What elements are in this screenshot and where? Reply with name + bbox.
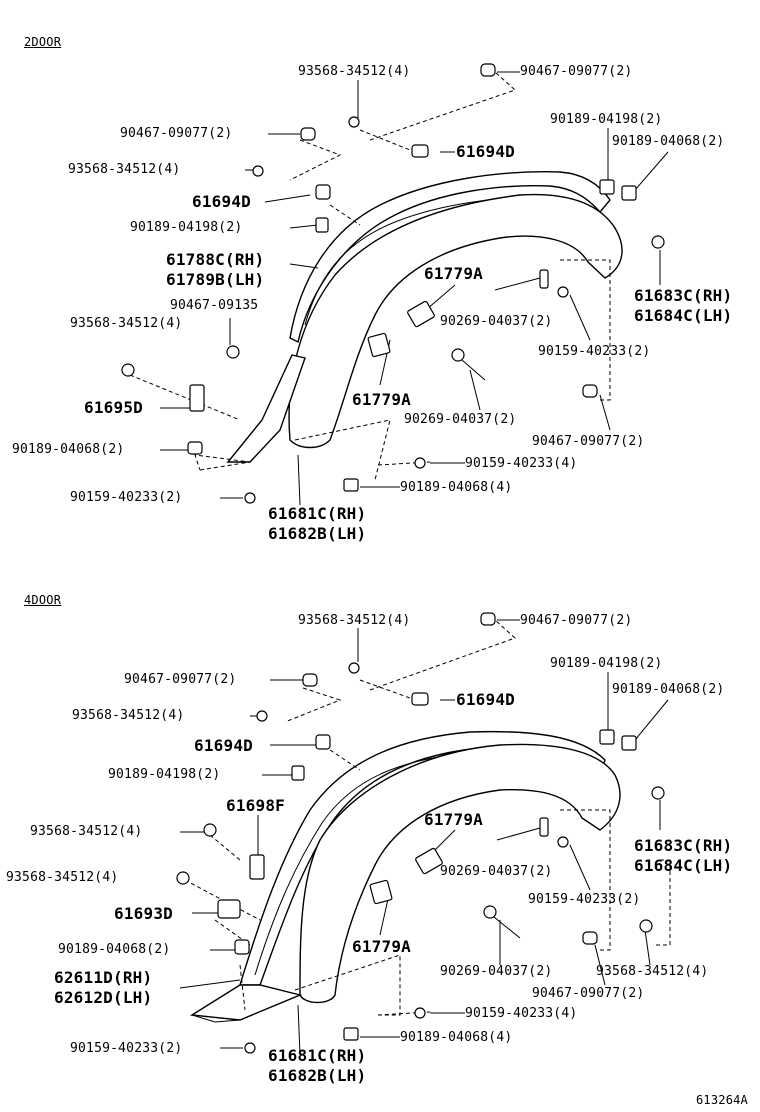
part-label: 90269-04037(2) xyxy=(404,412,517,427)
part-label: 93568-34512(4) xyxy=(30,824,143,839)
diagram-4door xyxy=(176,612,671,1056)
part-label: 61681C(RH) xyxy=(268,504,367,523)
part-label: 61694D xyxy=(456,142,515,161)
part-label: 90189-04068(2) xyxy=(612,134,725,149)
part-label: 90189-04068(4) xyxy=(400,1030,513,1045)
part-label: 61698F xyxy=(226,796,285,815)
part-label: 62611D(RH) xyxy=(54,968,153,987)
part-label: 93568-34512(4) xyxy=(70,316,183,331)
part-label: 61683C(RH) xyxy=(634,836,733,855)
part-label: 90189-04068(4) xyxy=(400,480,513,495)
section-title-4door: 4DOOR xyxy=(24,593,62,607)
part-label: 90189-04198(2) xyxy=(130,220,243,235)
part-label: 90159-40233(2) xyxy=(70,490,183,505)
part-label: 61684C(LH) xyxy=(634,306,733,325)
part-label: 61693D xyxy=(114,904,173,923)
part-label: 61779A xyxy=(424,264,483,283)
part-label: 90467-09077(2) xyxy=(520,613,633,628)
part-label: 90189-04198(2) xyxy=(108,767,221,782)
part-label: 61779A xyxy=(352,390,411,409)
part-label: 90467-09077(2) xyxy=(120,126,233,141)
fender-arch-molding xyxy=(289,171,611,344)
part-label: 90159-40233(2) xyxy=(528,892,641,907)
part-label: 93568-34512(4) xyxy=(6,870,119,885)
diagram-2door xyxy=(121,63,669,506)
part-label: 61779A xyxy=(352,937,411,956)
part-label: 90467-09077(2) xyxy=(532,434,645,449)
lower-extension-4door xyxy=(189,984,303,1021)
part-label: 90159-40233(2) xyxy=(70,1041,183,1056)
part-label: 61779A xyxy=(424,810,483,829)
part-label: 90159-40233(2) xyxy=(538,344,651,359)
part-label: 61789B(LH) xyxy=(166,270,265,289)
part-label: 61682B(LH) xyxy=(268,1066,367,1085)
part-label: 61682B(LH) xyxy=(268,524,367,543)
clip-parts-2door xyxy=(121,63,665,504)
part-label: 93568-34512(4) xyxy=(298,64,411,79)
fender-flare-body-4door xyxy=(299,743,621,1004)
part-label: 90467-09135 xyxy=(170,298,259,313)
part-label: 93568-34512(4) xyxy=(72,708,185,723)
part-label: 90467-09077(2) xyxy=(520,64,633,79)
part-label: 93568-34512(4) xyxy=(298,613,411,628)
part-label: 90189-04198(2) xyxy=(550,112,663,127)
part-label: 90189-04068(2) xyxy=(58,942,171,957)
part-label: 90159-40233(4) xyxy=(465,456,578,471)
part-label: 93568-34512(4) xyxy=(596,964,709,979)
part-label: 90159-40233(4) xyxy=(465,1006,578,1021)
part-label: 61788C(RH) xyxy=(166,250,265,269)
part-label: 90269-04037(2) xyxy=(440,964,553,979)
fender-arch-molding-inner-4door xyxy=(254,751,471,976)
part-label: 61694D xyxy=(192,192,251,211)
part-label: 90467-09077(2) xyxy=(532,986,645,1001)
part-label: 93568-34512(4) xyxy=(68,162,181,177)
section-title-2door: 2DOOR xyxy=(24,35,62,49)
part-label: 61694D xyxy=(194,736,253,755)
part-label: 90189-04068(2) xyxy=(12,442,125,457)
part-label: 90269-04037(2) xyxy=(440,314,553,329)
part-label: 61684C(LH) xyxy=(634,856,733,875)
part-label: 61683C(RH) xyxy=(634,286,733,305)
part-label: 61695D xyxy=(84,398,143,417)
part-label: 61681C(RH) xyxy=(268,1046,367,1065)
part-label: 90269-04037(2) xyxy=(440,864,553,879)
part-label: 90189-04068(2) xyxy=(612,682,725,697)
part-label: 61694D xyxy=(456,690,515,709)
part-label: 90467-09077(2) xyxy=(124,672,237,687)
figure-code: 613264A xyxy=(696,1093,748,1107)
part-label: 62612D(LH) xyxy=(54,988,153,1007)
part-label: 90189-04198(2) xyxy=(550,656,663,671)
clip-parts-4door xyxy=(176,612,665,1054)
